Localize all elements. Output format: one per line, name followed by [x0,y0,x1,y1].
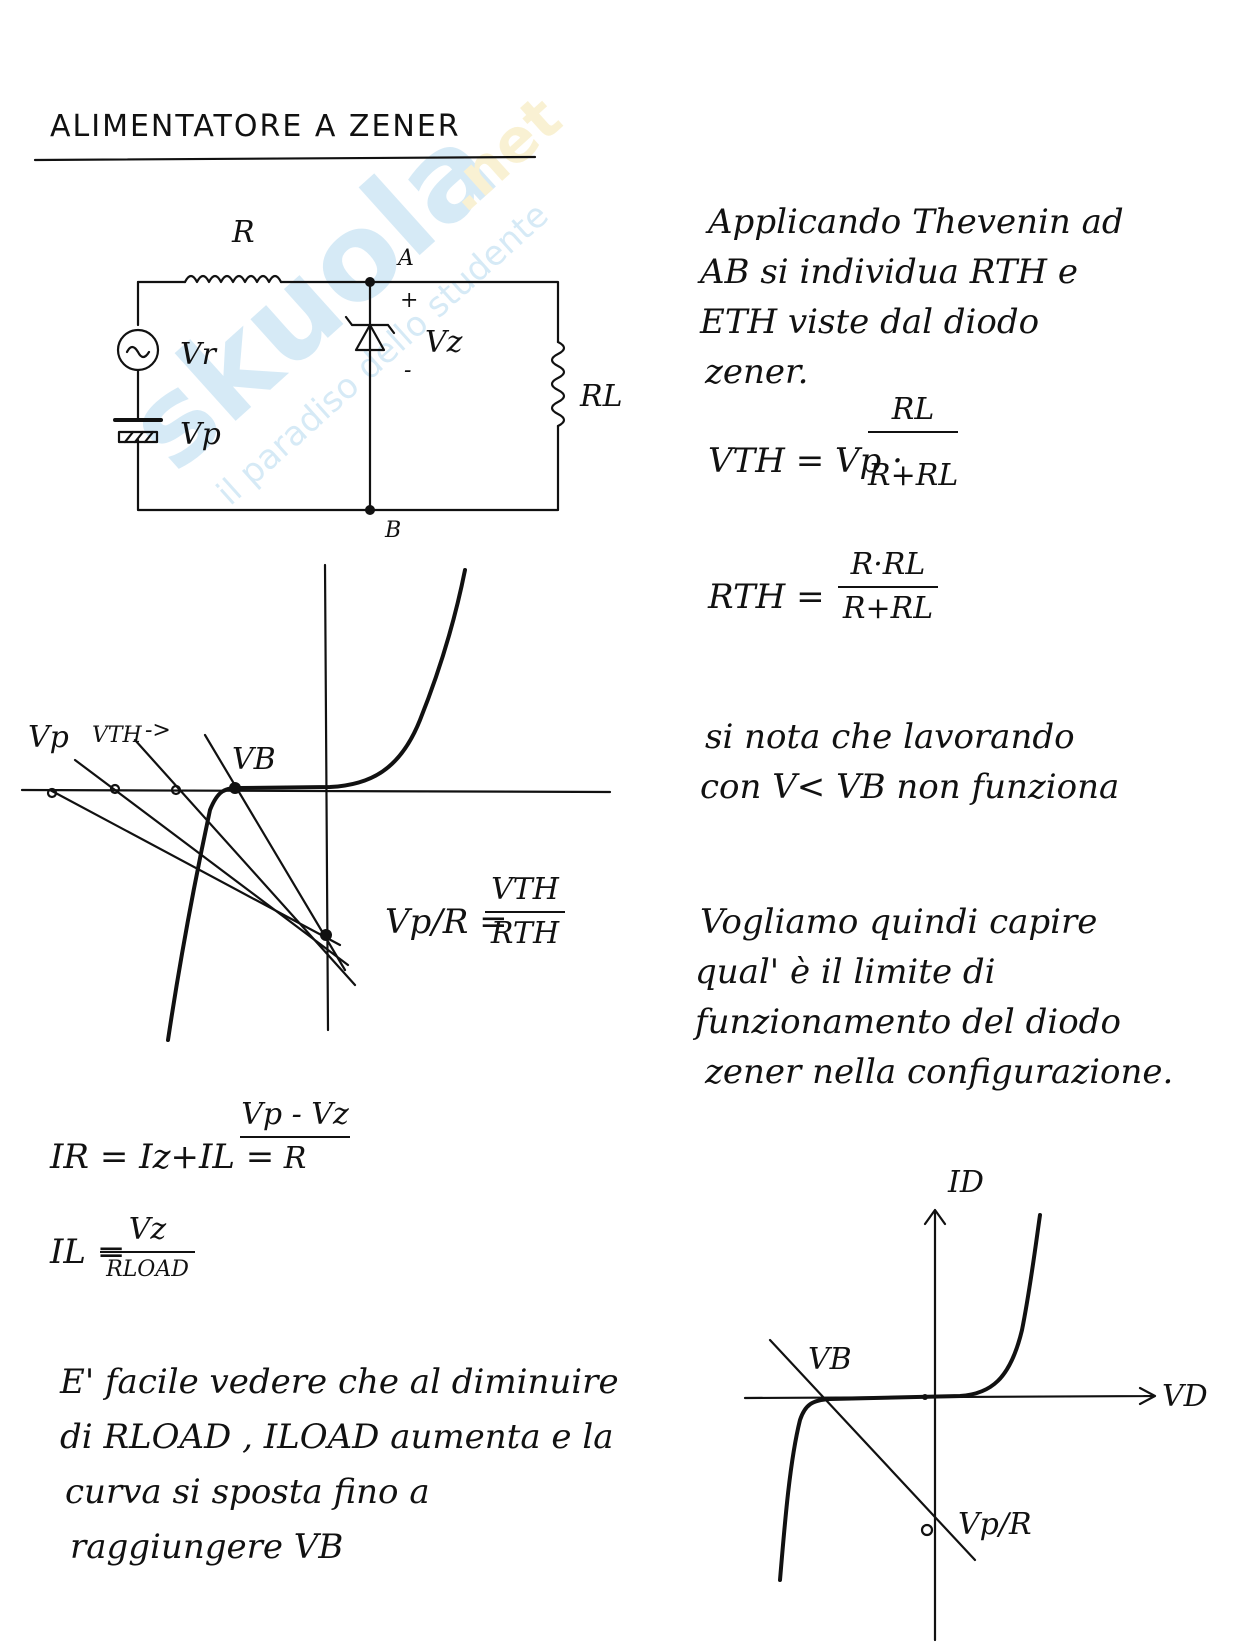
conclusion-line4: raggiungere VB [70,1527,344,1567]
zener-diode [344,315,396,352]
label-rl: RL [580,379,623,414]
rth-eq-fraction: R·RL R+RL [838,550,938,624]
graph1-x-axis [20,788,612,794]
label-a: A [398,246,414,271]
graph1-zener-curve [166,568,467,1042]
graph1-label-vth: VTH [92,723,142,748]
graph2-zener-curve [778,1213,1042,1582]
graph2-label-vb: VB [808,1342,852,1377]
graph1-label-arrow: -> [145,718,171,743]
page-title: ALIMENTATORE A ZENER [50,109,461,144]
ac-source [116,328,160,372]
note1-line1: si nota che lavorando [705,717,1075,757]
conclusion-line3: curva si sposta fino a [65,1472,430,1512]
label-vz: Vz [425,325,463,360]
resistor-rl [550,340,566,428]
graph1-vpr-fraction: VTH RTH [485,875,565,949]
ir-eq-fraction: Vp - Vz R [240,1097,350,1176]
rth-eq-lhs: RTH = [708,577,825,617]
node-b [365,505,375,515]
label-plus: + [400,288,419,313]
graph-id-vd [743,1208,1157,1642]
vth-eq-fraction: RL R+RL [868,392,959,493]
graph-load-lines [20,563,612,1042]
vth-eq-lhs: VTH = Vp · [708,441,903,481]
label-b: B [385,518,402,543]
graph1-vpr-lhs: Vp/R = [385,902,508,942]
graph2-label-id: ID [948,1165,984,1200]
graph1-label-vp: Vp [28,720,69,755]
graph2-label-vpr: Vp/R [958,1507,1032,1542]
graph2-y-axis [923,1208,947,1642]
note2-line3: funzionamento del diodo [695,1002,1121,1042]
circuit-diagram [113,274,566,515]
label-minus: - [404,358,412,383]
graph1-y-axis [323,563,330,1032]
il-eq-fraction: Vz RLOAD [100,1215,195,1281]
ir-eq-lhs: IR = Iz+IL = [50,1137,275,1177]
resistor-r [183,274,283,284]
note1-line2: con V< VB non funziona [700,767,1120,807]
note2-line2: qual' è il limite di [695,952,996,992]
title-underline [33,155,537,162]
label-vp: Vp [180,417,221,452]
label-r: R [232,215,255,250]
node-a [365,277,375,287]
graph2-label-vd: VD [1162,1379,1208,1414]
label-vr: Vr [180,337,217,372]
conclusion-line1: E' facile vedere che al diminuire [60,1362,619,1402]
note2-line4: zener nella configurazione. [705,1052,1174,1092]
note2-line1: Vogliamo quindi capire [700,902,1098,942]
graph1-label-vb: VB [232,742,276,777]
conclusion-line2: di RLOAD , ILOAD aumenta e la [60,1417,614,1457]
